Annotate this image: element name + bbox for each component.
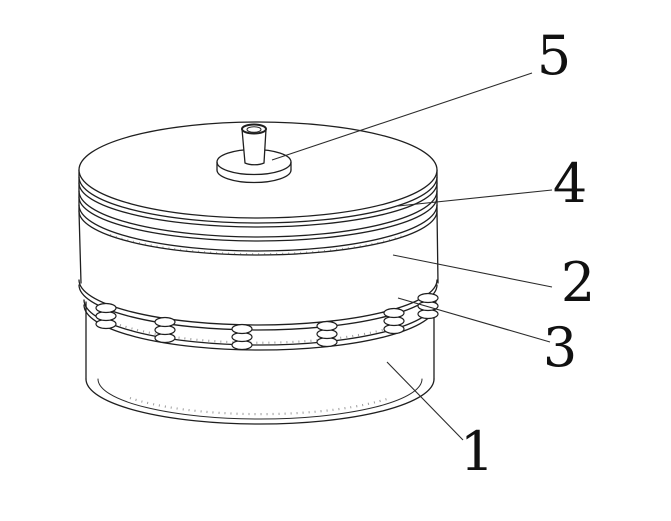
callout-labels: 5 4 2 3 1 bbox=[460, 24, 595, 483]
callout-label-4: 4 bbox=[553, 152, 587, 215]
center-post-assembly bbox=[216, 123, 292, 184]
groove-tick-texture bbox=[109, 233, 407, 256]
callout-label-5: 5 bbox=[537, 24, 571, 87]
post-boss-disc-bottom-arc bbox=[216, 169, 292, 184]
callout-label-2: 2 bbox=[561, 251, 595, 314]
groove-arc-2a bbox=[78, 190, 438, 238]
post-top-hole bbox=[246, 126, 262, 133]
spring-coil-loop bbox=[417, 292, 439, 304]
base-cylinder bbox=[85, 301, 435, 425]
spring-ring bbox=[95, 292, 439, 351]
coil-spring-1 bbox=[95, 302, 117, 330]
coil-spring-5 bbox=[383, 307, 405, 335]
leader-line-4 bbox=[397, 189, 553, 207]
leader-line-3 bbox=[397, 297, 551, 343]
callout-label-3: 3 bbox=[543, 316, 577, 379]
spring-coil-loop bbox=[154, 316, 176, 328]
groove-arc-1a bbox=[78, 176, 438, 224]
coil-spring-3 bbox=[231, 323, 253, 351]
spring-coil-loop bbox=[231, 323, 253, 335]
groove-arc-3b bbox=[78, 210, 438, 256]
coil-spring-2 bbox=[154, 316, 176, 344]
groove-arc-1b bbox=[78, 182, 438, 228]
base-rim-upper-arc bbox=[83, 299, 437, 346]
leader-lines bbox=[271, 72, 553, 441]
base-bottom-inner-rim bbox=[97, 378, 423, 420]
leader-line-5 bbox=[271, 72, 533, 161]
groove-arc-3a bbox=[78, 204, 438, 252]
band-bottom-rim-upper-arc bbox=[78, 279, 438, 326]
coil-spring-4 bbox=[316, 320, 338, 348]
spring-coil-loop bbox=[383, 307, 405, 319]
base-bottom-edge bbox=[85, 378, 435, 425]
leader-line-2 bbox=[392, 254, 553, 288]
groove-arc-2b bbox=[78, 196, 438, 242]
band-right-edge bbox=[436, 169, 439, 284]
post-body bbox=[241, 128, 267, 166]
callout-label-1: 1 bbox=[460, 420, 494, 483]
spring-coil-loop bbox=[95, 302, 117, 314]
coil-spring-6 bbox=[417, 292, 439, 320]
leader-line-1 bbox=[386, 361, 464, 441]
band-bottom-rim-lower-arc bbox=[78, 284, 438, 331]
spring-coil-loop bbox=[316, 320, 338, 332]
